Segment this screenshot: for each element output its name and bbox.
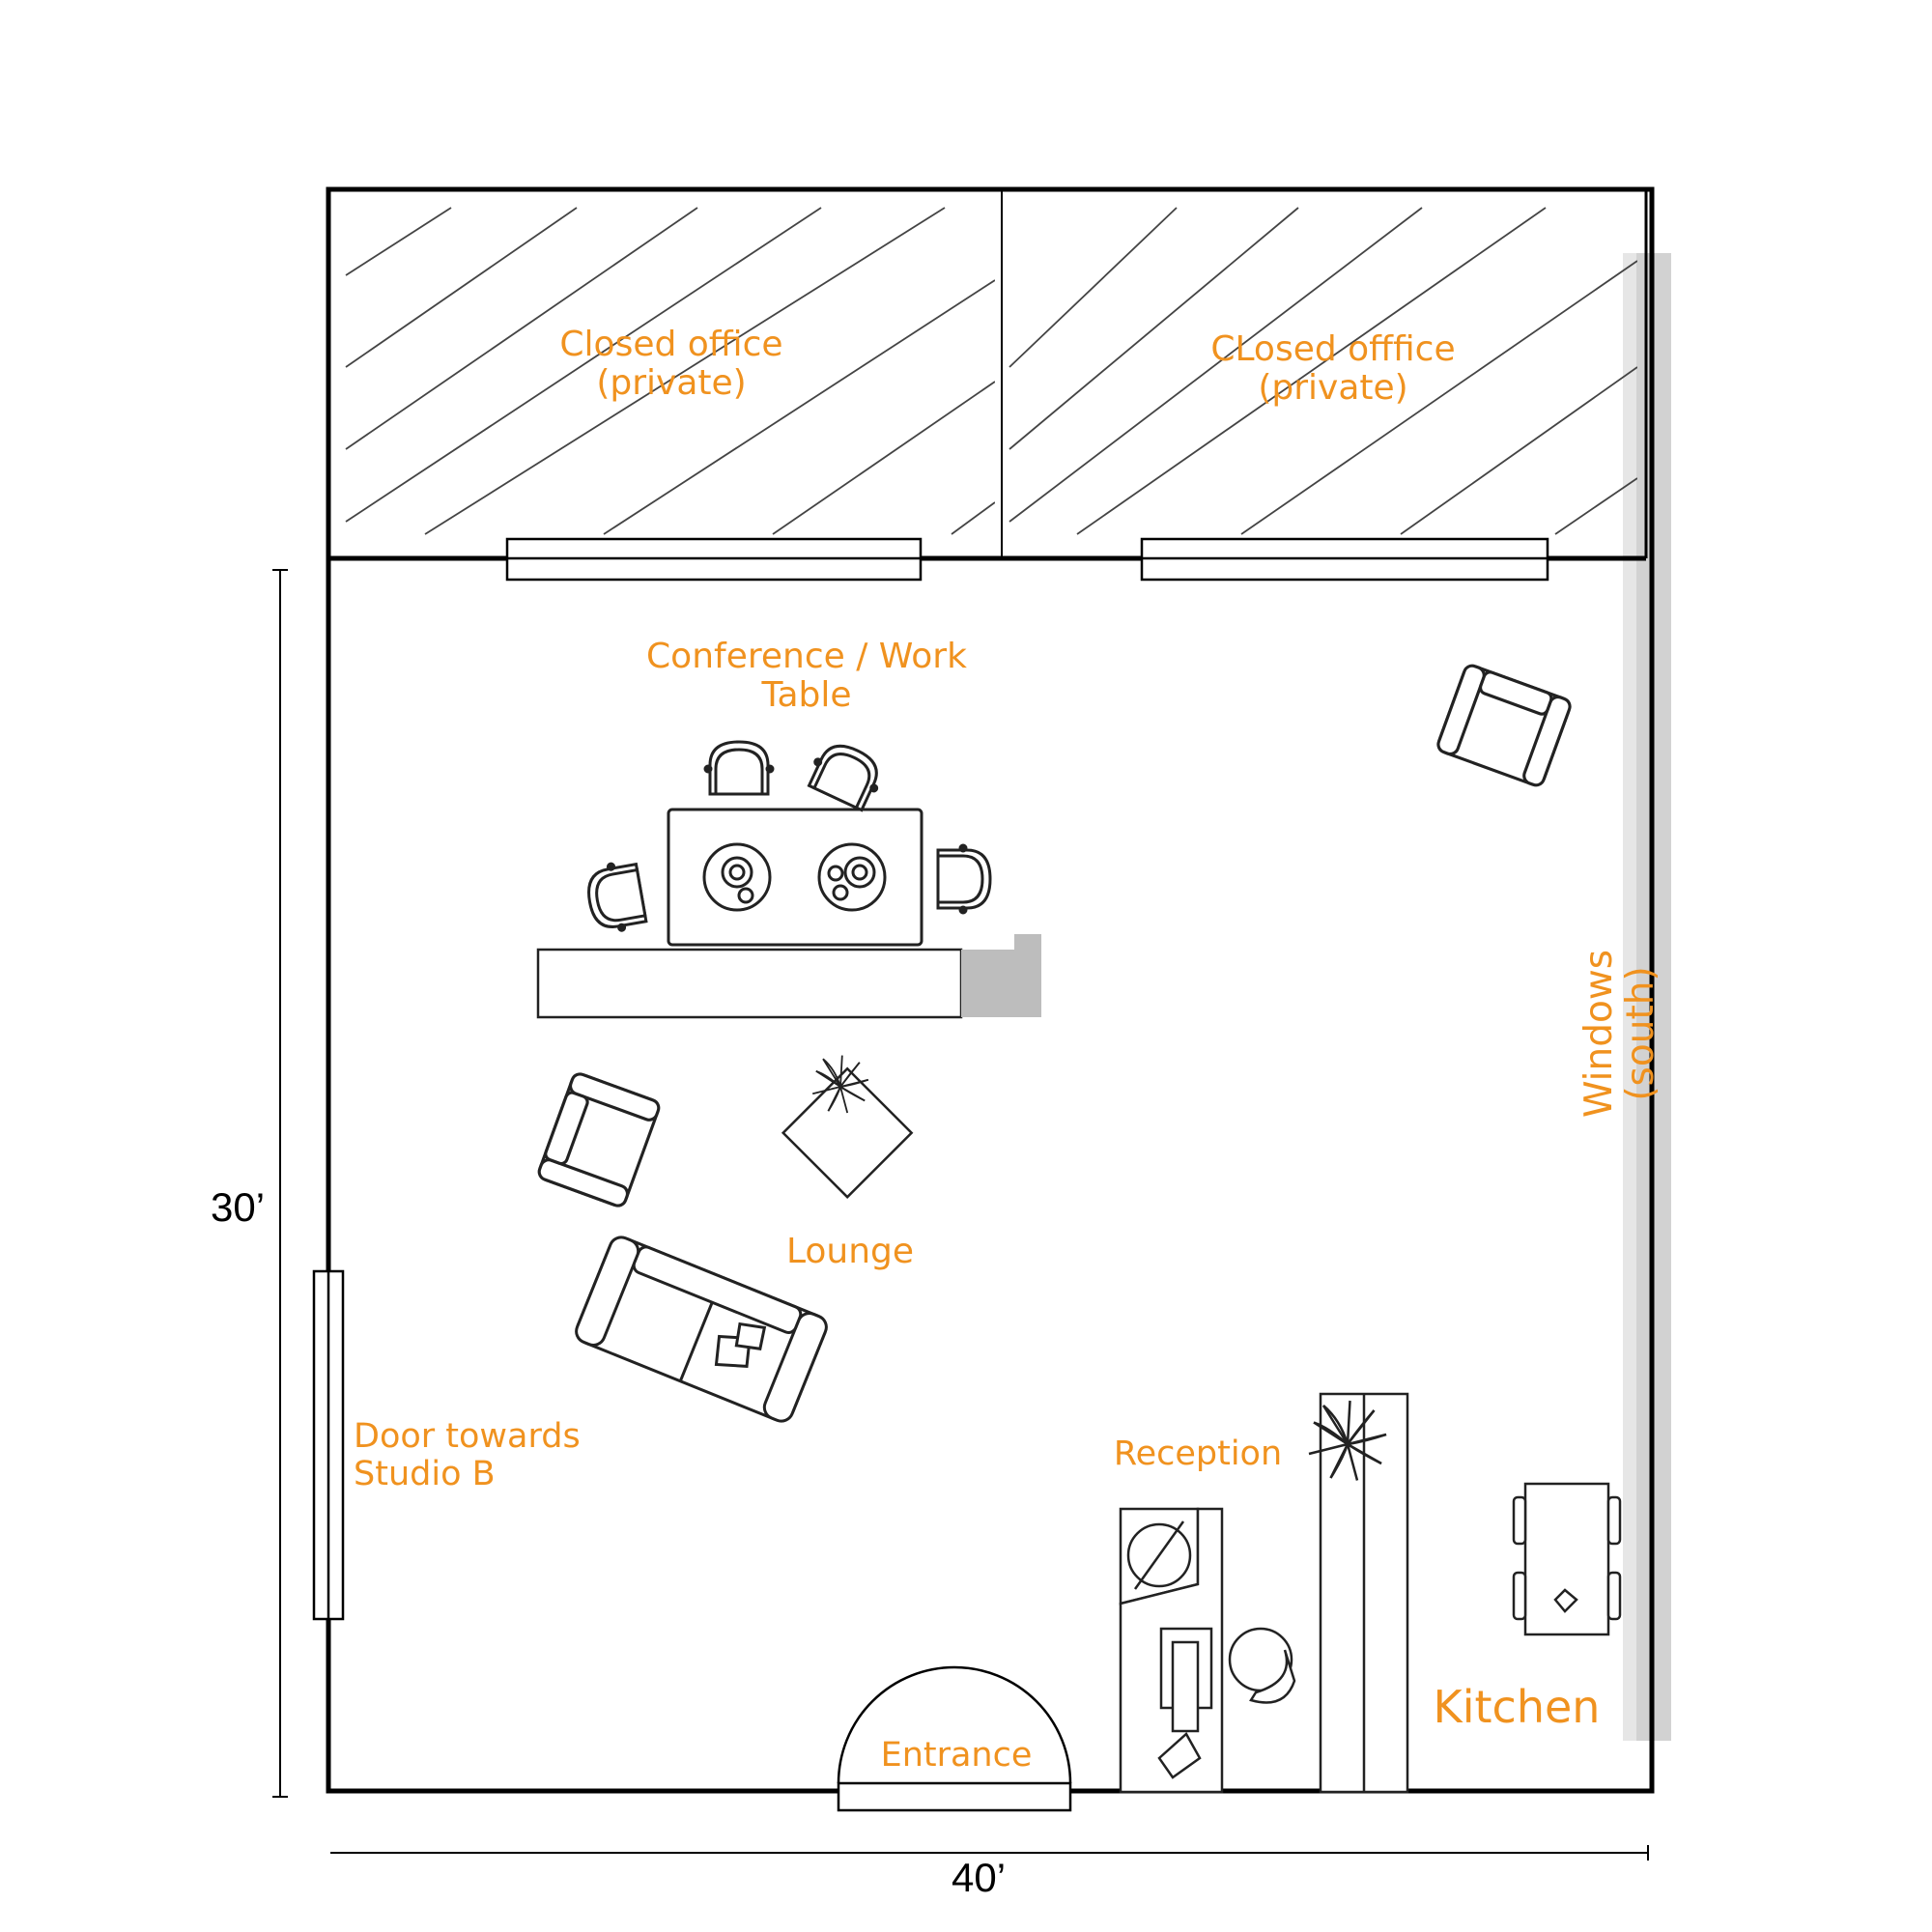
reception-label: Reception [1113, 1435, 1283, 1473]
office-doors [505, 537, 1549, 582]
armchair-lounge [535, 1069, 663, 1210]
office-right-label: CLosed offfice (private) [1210, 329, 1456, 408]
kitchen-table [1512, 1482, 1622, 1636]
lounge-label: Lounge [785, 1232, 915, 1271]
windows-label: Windows (south) [1577, 949, 1662, 1119]
height-dimension: 30’ [211, 1184, 266, 1230]
dimension-lines [272, 569, 1649, 1861]
entrance-label: Entrance [880, 1736, 1033, 1775]
conference-label: Conference / Work Table [646, 637, 967, 715]
coffee-table [781, 1066, 914, 1199]
conference-table [667, 808, 923, 947]
width-dimension: 40’ [952, 1855, 1007, 1900]
office-left-label: Closed office (private) [559, 325, 783, 403]
entrance-door [837, 1665, 1072, 1812]
kitchen-label: Kitchen [1433, 1681, 1601, 1733]
reception-desk [1119, 1507, 1296, 1794]
cabinet [1319, 1392, 1409, 1794]
bench [536, 948, 963, 1019]
armchair-window [1434, 662, 1575, 789]
windows-strip [1623, 253, 1636, 1741]
office-hatch-left [345, 207, 995, 535]
side-door [312, 1269, 345, 1621]
office-hatch-right [1009, 207, 1637, 535]
door-label: Door towards Studio B [354, 1417, 581, 1493]
sofa [575, 1236, 828, 1423]
counter-block [961, 934, 1041, 1017]
